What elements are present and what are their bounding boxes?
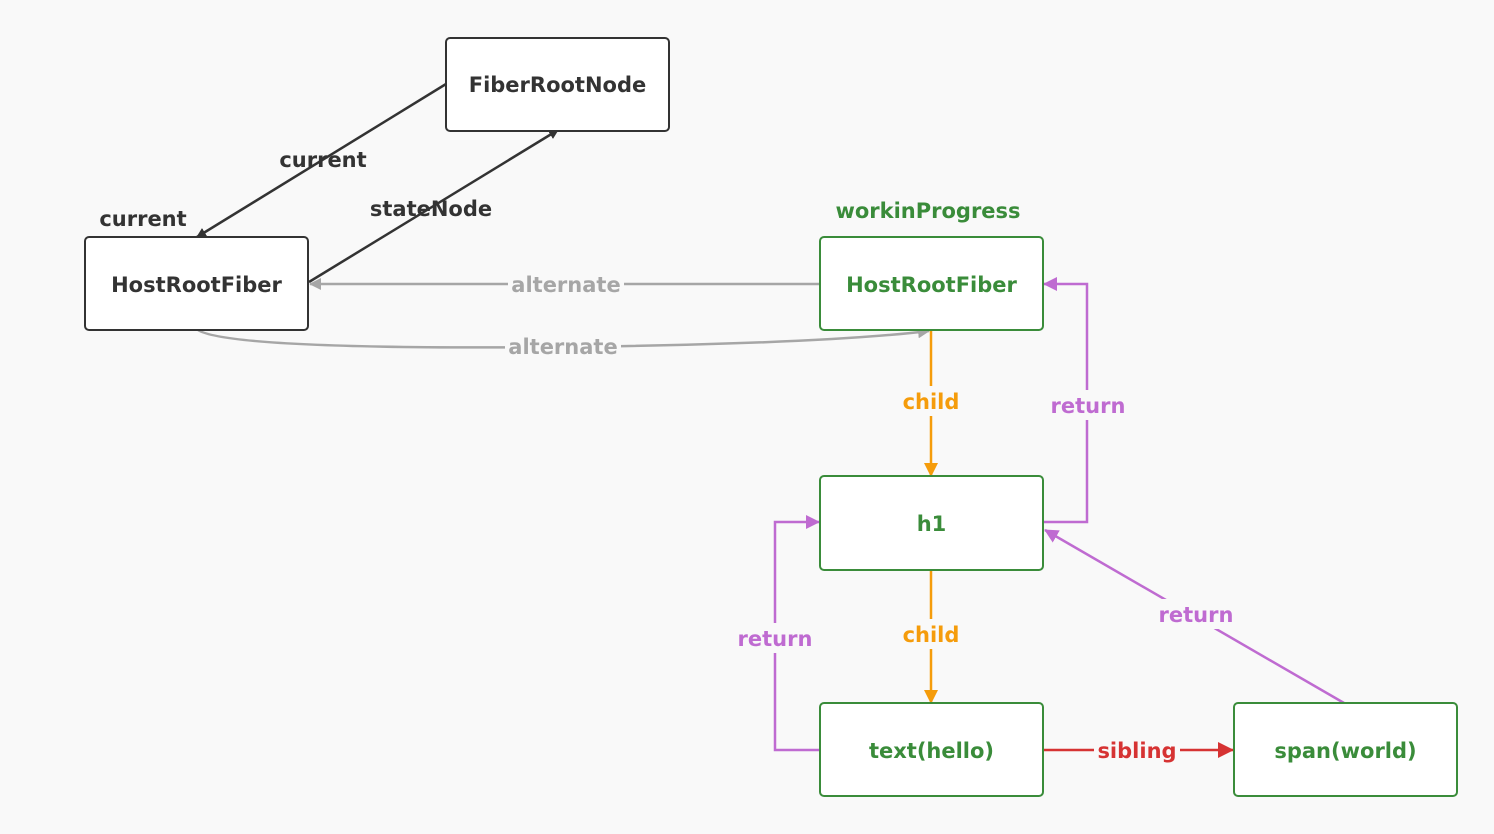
edge-label-return-text-h1: return (738, 627, 813, 651)
node-label-h1: h1 (917, 512, 947, 536)
edge-label-alternate-bottom: alternate (508, 335, 617, 359)
node-current-host-root-fiber: HostRootFiber (84, 236, 309, 331)
edge-label-return-h1-root: return (1051, 394, 1126, 418)
node-span-world: span(world) (1233, 702, 1458, 797)
edge-label-sibling: sibling (1097, 739, 1176, 763)
edge-label-child-root-h1: child (903, 390, 960, 414)
edge-label-state-node: stateNode (370, 197, 492, 221)
node-wip-host-root-fiber: HostRootFiber (819, 236, 1044, 331)
node-label-fiber-root-node: FiberRootNode (469, 73, 647, 97)
node-text-hello: text(hello) (819, 702, 1044, 797)
node-label-wip-host-root-fiber: HostRootFiber (846, 273, 1017, 297)
edge-state-node (308, 128, 559, 284)
node-fiber-root-node: FiberRootNode (445, 37, 670, 132)
wip-tree-title: workinProgress (835, 199, 1020, 223)
current-tree-title: current (99, 207, 186, 231)
node-label-current-host-root-fiber: HostRootFiber (111, 273, 282, 297)
edge-current (196, 82, 447, 239)
edge-label-return-span-h1: return (1159, 603, 1234, 627)
node-label-text-hello: text(hello) (869, 739, 994, 763)
node-label-span-world: span(world) (1274, 739, 1416, 763)
edge-label-alternate-top: alternate (511, 273, 620, 297)
node-h1: h1 (819, 475, 1044, 571)
edge-label-current: current (279, 148, 366, 172)
edge-label-child-h1-text: child (903, 623, 960, 647)
